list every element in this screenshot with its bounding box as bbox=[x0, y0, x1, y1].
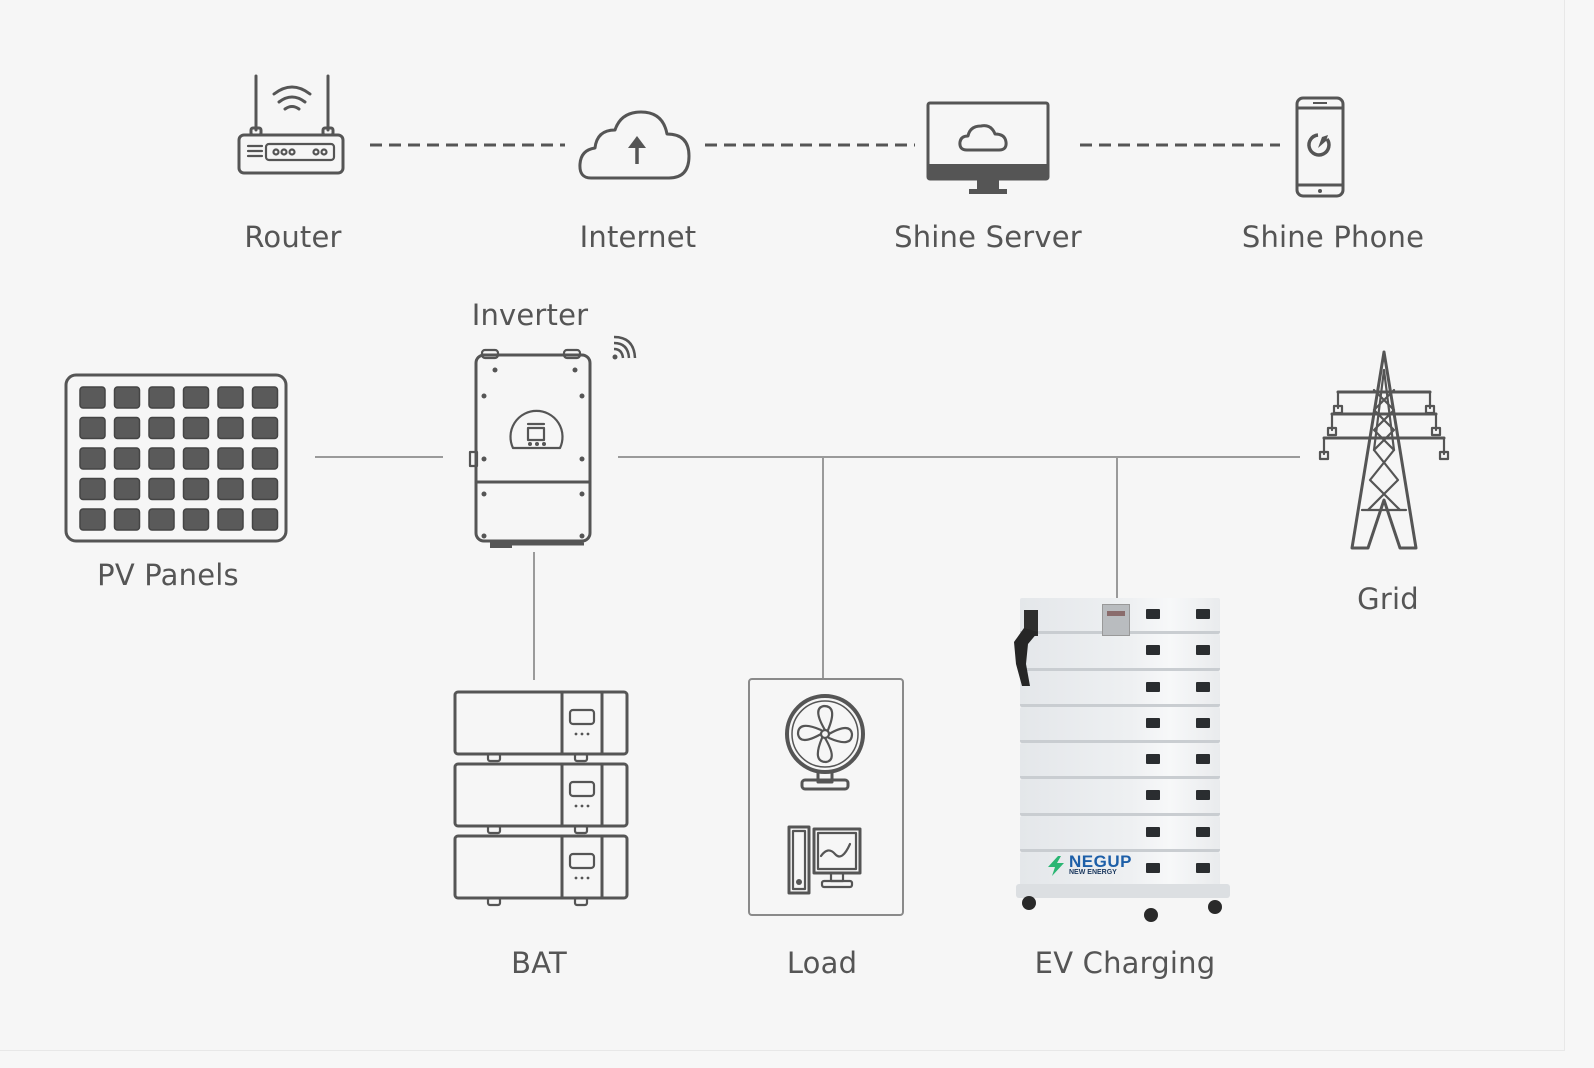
pv-cell bbox=[217, 386, 244, 409]
pv-cell bbox=[182, 447, 210, 470]
pv-cell bbox=[113, 416, 141, 440]
battery-module bbox=[453, 834, 629, 907]
ev-battery-module bbox=[1020, 670, 1220, 707]
fan-icon bbox=[785, 694, 865, 791]
pv-cell bbox=[113, 447, 141, 470]
monitor-cloud-icon bbox=[926, 101, 1050, 194]
pv-cell bbox=[251, 386, 279, 409]
ev-battery-module bbox=[1020, 634, 1220, 671]
shine-server-label: Shine Server bbox=[894, 220, 1082, 254]
battery-stack-icon bbox=[453, 690, 629, 907]
inverter-label: Inverter bbox=[471, 298, 589, 332]
pv-cell bbox=[217, 447, 244, 470]
ev-module-handle bbox=[1196, 681, 1210, 692]
pv-cell bbox=[251, 508, 279, 531]
ev-module-handle bbox=[1146, 862, 1160, 873]
ev-battery-module bbox=[1020, 706, 1220, 743]
desktop-computer-icon bbox=[787, 825, 862, 895]
ev-module-handle bbox=[1146, 790, 1160, 801]
lightning-bolt-icon bbox=[1048, 855, 1064, 876]
pv-cell bbox=[79, 477, 106, 501]
smartphone-app-icon bbox=[1295, 96, 1345, 198]
ev-module-handle bbox=[1196, 790, 1210, 801]
ev-module-handle bbox=[1146, 754, 1160, 765]
transmission-tower-icon bbox=[1318, 350, 1450, 550]
wifi-signal-icon bbox=[612, 335, 637, 360]
pv-cell bbox=[182, 508, 210, 531]
pv-cell bbox=[148, 416, 175, 440]
battery-module bbox=[453, 762, 629, 835]
shine-phone-label: Shine Phone bbox=[1241, 220, 1425, 254]
ev-charger-plug-icon bbox=[1014, 610, 1038, 686]
ev-module-handle bbox=[1196, 609, 1210, 620]
ev-display-panel bbox=[1102, 604, 1130, 636]
pv-cell bbox=[113, 508, 141, 531]
pv-cell bbox=[79, 386, 106, 409]
bat-label: BAT bbox=[511, 946, 567, 980]
pv-cell bbox=[182, 477, 210, 501]
pv-cell bbox=[251, 477, 279, 501]
ev-module-handle bbox=[1146, 681, 1160, 692]
battery-module bbox=[453, 690, 629, 763]
brand-tagline: NEW ENERGY bbox=[1069, 869, 1117, 876]
pv-cell bbox=[148, 447, 175, 470]
pv-cell bbox=[79, 447, 106, 470]
ev-module-handle bbox=[1196, 862, 1210, 873]
inverter-icon bbox=[468, 348, 592, 548]
ev-cabinet-base bbox=[1016, 884, 1230, 898]
ev-module-handle bbox=[1146, 645, 1160, 656]
ev-module-handle bbox=[1196, 754, 1210, 765]
load-box bbox=[748, 678, 904, 916]
pv-cell bbox=[148, 477, 175, 501]
pv-cell bbox=[217, 508, 244, 531]
pv-cell bbox=[148, 508, 175, 531]
ev-charging-label: EV Charging bbox=[1034, 946, 1216, 980]
ev-wheel bbox=[1022, 896, 1036, 910]
pv-cell bbox=[79, 508, 106, 531]
brand-logo: NEGUP NEW ENERGY bbox=[1046, 852, 1132, 877]
router-label: Router bbox=[244, 220, 342, 254]
ev-wheel bbox=[1208, 900, 1222, 914]
ev-wheel bbox=[1144, 908, 1158, 922]
ev-battery-module bbox=[1020, 779, 1220, 816]
ev-module-handle bbox=[1196, 645, 1210, 656]
ev-battery-module bbox=[1020, 815, 1220, 852]
pv-cell bbox=[251, 447, 279, 470]
pv-cell bbox=[148, 386, 175, 409]
pv-cell bbox=[251, 416, 279, 440]
pv-cell bbox=[182, 416, 210, 440]
pv-cell bbox=[182, 386, 210, 409]
load-label: Load bbox=[786, 946, 858, 980]
pv-cell bbox=[217, 477, 244, 501]
ev-module-handle bbox=[1196, 826, 1210, 837]
pv-cell bbox=[79, 416, 106, 440]
ev-module-handle bbox=[1196, 717, 1210, 728]
pv-cell bbox=[217, 416, 244, 440]
grid-label: Grid bbox=[1357, 582, 1419, 616]
ev-module-handle bbox=[1146, 826, 1160, 837]
ev-module-handle bbox=[1146, 609, 1160, 620]
ev-module-handle bbox=[1146, 717, 1160, 728]
pv-panels-label: PV Panels bbox=[97, 558, 239, 592]
cloud-upload-icon bbox=[578, 110, 691, 180]
router-icon bbox=[237, 74, 345, 175]
ev-battery-module bbox=[1020, 743, 1220, 780]
pv-cell bbox=[113, 477, 141, 501]
ev-charging-cabinet: NEGUP NEW ENERGY bbox=[1010, 592, 1232, 932]
pv-cell bbox=[113, 386, 141, 409]
brand-name: NEGUP bbox=[1069, 852, 1132, 871]
internet-label: Internet bbox=[579, 220, 697, 254]
solar-panel-icon bbox=[64, 373, 288, 543]
